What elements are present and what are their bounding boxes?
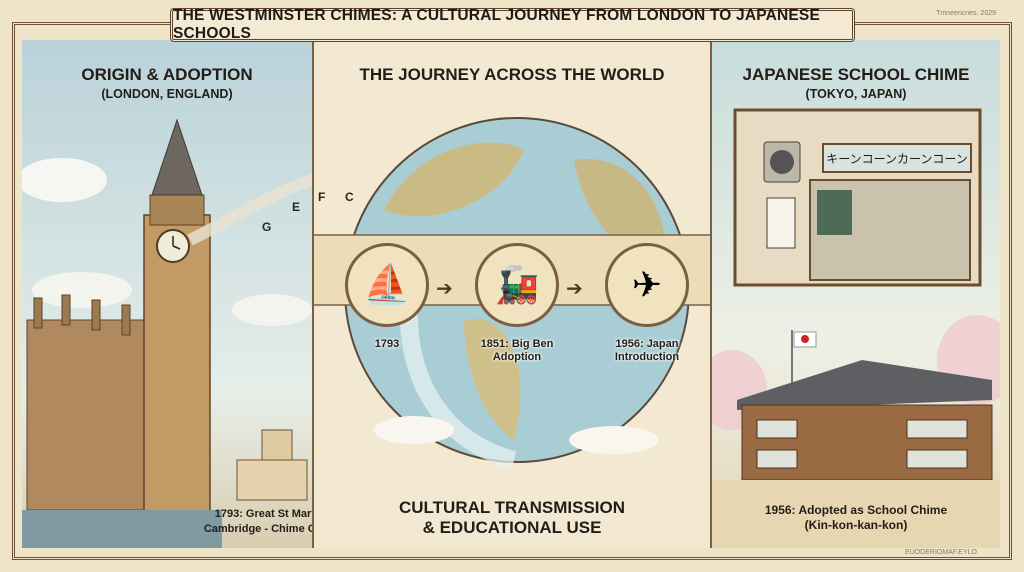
japan-subheading: (TOKYO, JAPAN) <box>805 87 907 101</box>
milestone-1956-line2: Introduction <box>614 351 680 363</box>
sailing-ship-icon: ⛵ <box>363 264 411 306</box>
watermark-bottom: EUODERIOMAF.EYLO <box>905 549 977 556</box>
milestone-1851-line1: 1851: Big Ben <box>480 338 554 350</box>
note-g: G <box>262 220 272 234</box>
japan-panel: JAPANESE SCHOOL CHIME (TOKYO, JAPAN) 195… <box>712 40 1000 548</box>
origin-caption-line1: 1793: Great St Mary's, <box>214 508 312 520</box>
milestone-1956-line1: 1956: Japan <box>615 338 679 350</box>
journey-heading: THE JOURNEY ACROSS THE WORLD <box>359 65 665 84</box>
origin-panel: ORIGIN & ADOPTION (LONDON, ENGLAND) G E … <box>22 40 312 548</box>
origin-caption: 1793: Great St Mary's, Cambridge - Chime … <box>202 507 312 537</box>
milestone-1793-label: 1793 <box>374 338 400 350</box>
page-title: THE WESTMINSTER CHIMES: A CULTURAL JOURN… <box>170 7 855 42</box>
origin-subheading: (LONDON, ENGLAND) <box>101 87 233 101</box>
school-illustration <box>712 108 1000 548</box>
japan-caption-line2: (Kin-kon-kan-kon) <box>804 518 908 532</box>
journey-panel: THE JOURNEY ACROSS THE WORLD ⛵ 🚂 ✈ ➔ ➔ 1… <box>312 40 712 548</box>
note-f-label: F <box>318 190 326 204</box>
st-marys-church-sketch <box>236 429 308 501</box>
origin-heading: ORIGIN & ADOPTION <box>81 65 253 84</box>
watermark-top: Tmneericnes. 2029 <box>936 10 996 17</box>
japan-caption-line1: 1956: Adopted as School Chime <box>764 503 948 517</box>
japan-heading: JAPANESE SCHOOL CHIME <box>742 65 970 84</box>
arrow-icon: ➔ <box>566 278 583 300</box>
japan-caption: 1956: Adopted as School Chime(Kin-kon-ka… <box>712 503 1000 533</box>
journey-footer-line2: & EDUCATIONAL USE <box>422 518 602 537</box>
milestone-train: 🚂 <box>475 243 559 327</box>
steam-train-icon: 🚂 <box>494 264 540 305</box>
journey-footer: CULTURAL TRANSMISSION& EDUCATIONAL USE <box>314 498 710 538</box>
note-c-label: C <box>345 190 354 204</box>
note-e: E <box>292 200 301 214</box>
milestone-ship: ⛵ <box>345 243 429 327</box>
arrow-icon: ➔ <box>436 278 453 300</box>
origin-caption-line2: Cambridge - Chime Origin <box>203 523 312 535</box>
milestone-1851-line2: Adoption <box>492 351 542 363</box>
big-ben-illustration <box>22 118 312 548</box>
airplane-icon: ✈ <box>631 264 663 305</box>
journey-footer-line1: CULTURAL TRANSMISSION <box>398 498 626 517</box>
chime-sound-sign: キーンコーンカーンコーン <box>822 143 972 173</box>
milestone-plane: ✈ <box>605 243 689 327</box>
